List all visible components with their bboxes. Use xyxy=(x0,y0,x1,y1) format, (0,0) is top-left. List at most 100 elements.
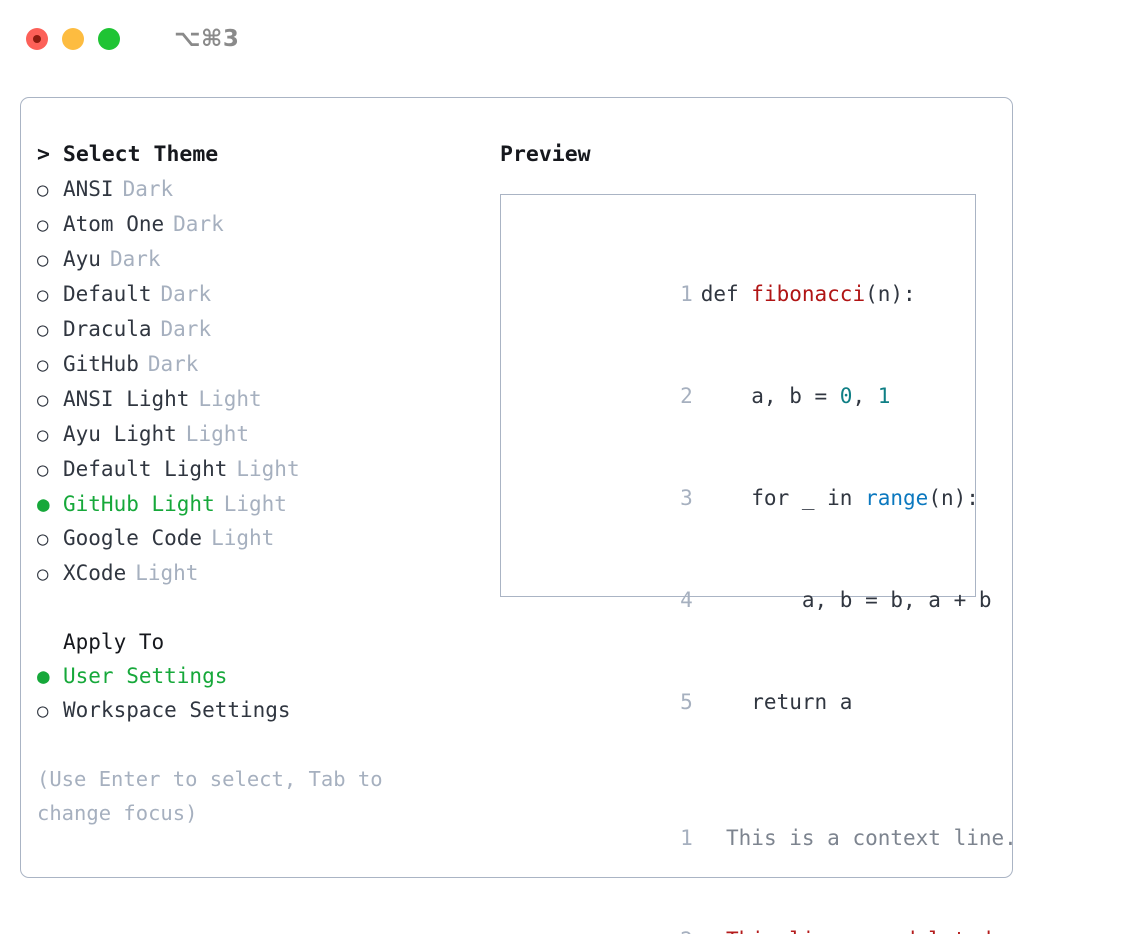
code-token: for _ in xyxy=(700,486,866,510)
keyboard-hint-text: (Use Enter to select, Tab to change focu… xyxy=(37,767,383,825)
theme-list: ○ ANSI Dark ○ Atom One Dark ○ Ayu Dark xyxy=(37,172,507,591)
diff-line-deleted: 2 - This line was deleted. xyxy=(519,889,1004,934)
theme-item-ansi-light[interactable]: ○ ANSI Light Light xyxy=(37,382,507,417)
theme-variant: Dark xyxy=(109,247,161,271)
theme-label: ANSI Light xyxy=(63,387,190,411)
theme-label: Google Code xyxy=(63,526,203,550)
theme-item-github-light[interactable]: ● GitHub Light Light xyxy=(37,487,507,521)
radio-selected-icon: ● xyxy=(37,664,50,688)
main-card: > Select Theme ○ ANSI Dark ○ Atom One Da… xyxy=(20,97,1017,934)
theme-label: Atom One xyxy=(63,212,165,236)
theme-item-ansi-dark[interactable]: ○ ANSI Dark xyxy=(37,172,507,207)
line-number: 3 xyxy=(680,486,693,510)
code-token-number: 0 xyxy=(839,384,853,408)
apply-to-item-workspace-settings[interactable]: ○ Workspace Settings xyxy=(37,693,507,728)
radio-unselected-icon: ○ xyxy=(37,700,49,722)
theme-label: Ayu Light xyxy=(63,422,177,446)
line-number: 4 xyxy=(680,588,693,612)
radio-unselected-icon: ○ xyxy=(37,284,49,306)
theme-variant: Dark xyxy=(147,352,199,376)
diff-marker xyxy=(701,826,714,850)
theme-variant: Light xyxy=(198,387,262,411)
line-number: 5 xyxy=(680,690,693,714)
diff-marker: - xyxy=(701,928,714,934)
theme-label: XCode xyxy=(63,561,127,585)
diff-text: This line was deleted. xyxy=(713,928,1004,934)
code-token-function: fibonacci xyxy=(751,282,866,306)
theme-item-google-code-light[interactable]: ○ Google Code Light xyxy=(37,521,507,556)
theme-variant: Light xyxy=(185,422,250,446)
keyboard-shortcut-label: ⌥⌘3 xyxy=(174,26,240,52)
theme-picker-pane: > Select Theme ○ ANSI Dark ○ Atom One Da… xyxy=(37,138,507,830)
code-token-number: 1 xyxy=(877,384,891,408)
theme-label: Default Light xyxy=(63,457,228,481)
theme-item-xcode-light[interactable]: ○ XCode Light xyxy=(37,556,507,591)
radio-unselected-icon: ○ xyxy=(37,459,49,481)
apply-to-section: Apply To ● User Settings ○ Workspace Set… xyxy=(37,625,507,728)
code-token: (n): xyxy=(928,486,979,510)
radio-unselected-icon: ○ xyxy=(37,563,49,585)
diff-line-context: 1 This is a context line. xyxy=(519,787,1017,889)
apply-to-header: Apply To xyxy=(63,630,165,654)
theme-label: Default xyxy=(63,282,152,306)
line-number: 1 xyxy=(680,826,693,850)
apply-to-label: Workspace Settings xyxy=(63,698,291,722)
title-bar: ⌥⌘3 xyxy=(0,0,1140,78)
code-token: return a xyxy=(700,690,853,714)
code-token: (n): xyxy=(865,282,916,306)
radio-unselected-icon: ○ xyxy=(37,249,49,271)
theme-item-ayu-light[interactable]: ○ Ayu Light Light xyxy=(37,417,507,452)
close-button-icon[interactable] xyxy=(26,28,48,50)
code-line: 4 a, b = b, a + b xyxy=(519,549,991,651)
code-line: 5 return a xyxy=(519,651,975,753)
radio-unselected-icon: ○ xyxy=(37,214,49,236)
theme-label: Ayu xyxy=(63,247,101,271)
theme-label: Dracula xyxy=(63,317,152,341)
preview-header: Preview xyxy=(500,142,591,167)
theme-variant: Light xyxy=(223,492,287,516)
line-number: 2 xyxy=(680,384,693,408)
radio-unselected-icon: ○ xyxy=(37,179,49,201)
line-number: 2 xyxy=(671,923,693,934)
theme-label: ANSI xyxy=(63,177,114,201)
code-token: , xyxy=(852,384,878,408)
code-token: a, b = b, a + b xyxy=(700,588,992,612)
theme-label: GitHub Light xyxy=(63,492,215,516)
radio-unselected-icon: ○ xyxy=(37,424,49,446)
theme-item-github-dark[interactable]: ○ GitHub Dark xyxy=(37,347,507,382)
apply-to-item-user-settings[interactable]: ● User Settings xyxy=(37,659,507,693)
code-token: a, b = xyxy=(700,384,840,408)
code-line: 1 def fibonacci(n): xyxy=(519,243,975,345)
theme-variant: Light xyxy=(135,561,199,585)
radio-unselected-icon: ○ xyxy=(37,354,49,376)
radio-selected-icon: ● xyxy=(37,492,50,516)
theme-item-default-light[interactable]: ○ Default Light Light xyxy=(37,452,507,487)
spacer xyxy=(519,753,975,787)
code-line: 3 for _ in range(n): xyxy=(519,447,979,549)
line-number: 1 xyxy=(680,282,693,306)
maximize-button-icon[interactable] xyxy=(98,28,120,50)
radio-unselected-icon: ○ xyxy=(37,389,49,411)
select-theme-header: > Select Theme xyxy=(37,142,219,167)
theme-item-ayu-dark[interactable]: ○ Ayu Dark xyxy=(37,242,507,277)
apply-to-label: User Settings xyxy=(63,664,228,688)
theme-variant: Dark xyxy=(173,212,224,236)
window-controls xyxy=(26,28,120,50)
code-token: def xyxy=(700,282,752,306)
theme-variant: Light xyxy=(236,457,300,481)
diff-text: This is a context line. xyxy=(713,826,1017,850)
theme-item-atom-one-dark[interactable]: ○ Atom One Dark xyxy=(37,207,507,242)
minimize-button-icon[interactable] xyxy=(62,28,84,50)
radio-unselected-icon: ○ xyxy=(37,319,49,341)
theme-variant: Dark xyxy=(122,177,174,201)
radio-unselected-icon: ○ xyxy=(37,528,49,550)
theme-item-dracula-dark[interactable]: ○ Dracula Dark xyxy=(37,312,507,347)
theme-variant: Dark xyxy=(160,282,212,306)
theme-variant: Light xyxy=(211,526,275,550)
theme-item-default-dark[interactable]: ○ Default Dark xyxy=(37,277,507,312)
code-token-call: range xyxy=(865,486,929,510)
code-line: 2 a, b = 0, 1 xyxy=(519,345,975,447)
